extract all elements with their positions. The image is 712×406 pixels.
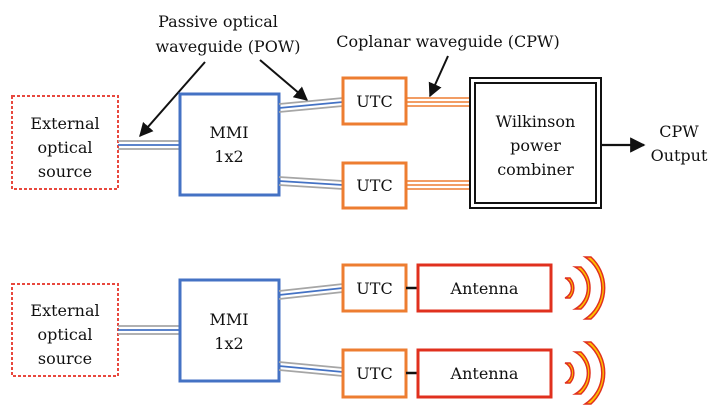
- mmi-box: [178, 92, 281, 197]
- source-label-line2-bottom: optical: [37, 325, 92, 344]
- source-label-line2: optical: [37, 138, 92, 157]
- source-label-line1-bottom: External: [30, 301, 99, 320]
- utc-box-upper: [341, 76, 408, 126]
- label-coplanar-waveguide: Coplanar waveguide (CPW): [336, 32, 560, 51]
- external-source-box-bottom: [11, 283, 119, 377]
- source-label-line3-bottom: source: [38, 349, 92, 368]
- utc-label-upper: UTC: [356, 92, 392, 111]
- mmi-label-line1: MMI: [209, 123, 248, 142]
- waveguide-mmi-to-utc-upper-bottom: [278, 283, 344, 300]
- antenna-label-lower: Antenna: [450, 364, 519, 383]
- mmi-box-bottom: [178, 278, 281, 383]
- output-label-line2: Output: [651, 146, 708, 165]
- cpw-arrow: [428, 55, 449, 98]
- mmi-label-line2-bottom: 1x2: [214, 334, 243, 353]
- waveguide-mmi-to-utc-lower: [278, 176, 344, 190]
- cpw-utc-upper-to-combiner: [406, 97, 470, 107]
- combiner-box-inner: [474, 82, 597, 204]
- waveguide-mmi-to-utc-upper: [278, 97, 344, 113]
- output-label-line1: CPW: [659, 122, 699, 141]
- utc-label-lower: UTC: [356, 176, 392, 195]
- pow-arrow-left: [139, 61, 206, 138]
- combiner-label-line3: combiner: [497, 160, 574, 179]
- antenna-box-lower: [416, 348, 553, 399]
- radiation-wave-icon-upper: [564, 256, 606, 320]
- source-label-line1: External: [30, 114, 99, 133]
- waveguide-source-to-mmi: [118, 140, 180, 150]
- combiner-label-line1: Wilkinson: [496, 112, 576, 131]
- utc-label-lower-bottom: UTC: [356, 364, 392, 383]
- mmi-label-line1-bottom: MMI: [209, 310, 248, 329]
- antenna-box-upper: [416, 263, 553, 313]
- label-passive-optical-line1: Passive optical: [158, 12, 278, 31]
- mmi-label-line2: 1x2: [214, 147, 243, 166]
- waveguide-source-to-mmi-bottom: [118, 325, 180, 335]
- combiner-box-outer: [469, 77, 602, 209]
- radiation-wave-icon-lower: [564, 341, 606, 405]
- label-passive-optical-line2: waveguide (POW): [155, 37, 300, 56]
- waveguide-mmi-to-utc-lower-bottom: [278, 361, 344, 377]
- cpw-utc-lower-to-combiner: [406, 180, 470, 190]
- pow-arrow-right: [259, 59, 309, 101]
- source-label-line3: source: [38, 162, 92, 181]
- external-source-box: [11, 95, 119, 190]
- combiner-label-line2: power: [510, 136, 561, 155]
- top-diagram: Passive optical waveguide (POW) Coplanar…: [11, 12, 708, 210]
- antenna-label-upper: Antenna: [450, 279, 519, 298]
- utc-box-lower-bottom: [341, 348, 408, 399]
- utc-label-upper-bottom: UTC: [356, 279, 392, 298]
- bottom-diagram: External optical source MMI 1x2 UTC: [11, 256, 606, 405]
